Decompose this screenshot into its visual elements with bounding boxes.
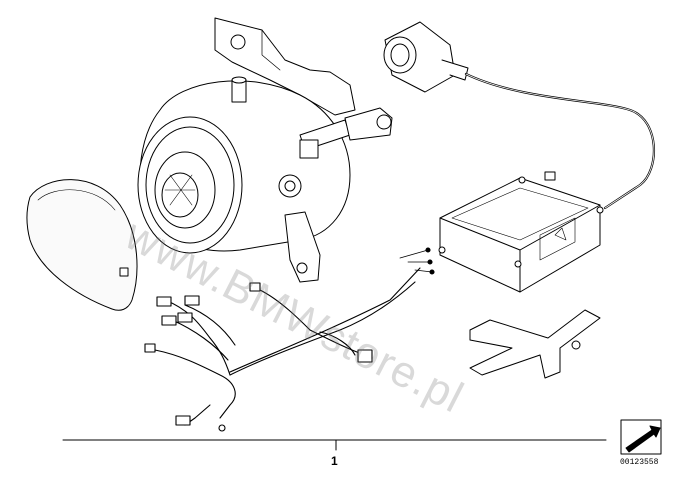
- lens-cover-icon: [26, 179, 138, 311]
- catalog-reference-arrow-icon: [620, 419, 662, 455]
- part-number-leader: [62, 439, 607, 451]
- fog-lamp-assembly-icon: [137, 17, 393, 283]
- ballast-control-unit-icon: [438, 171, 604, 293]
- catalog-number: 00123558: [620, 458, 659, 467]
- igniter-connector-icon: [383, 21, 656, 210]
- part-number-label: 1: [331, 454, 338, 468]
- wiring-harness-icon: [144, 247, 435, 432]
- mounting-bracket-icon: [469, 309, 601, 379]
